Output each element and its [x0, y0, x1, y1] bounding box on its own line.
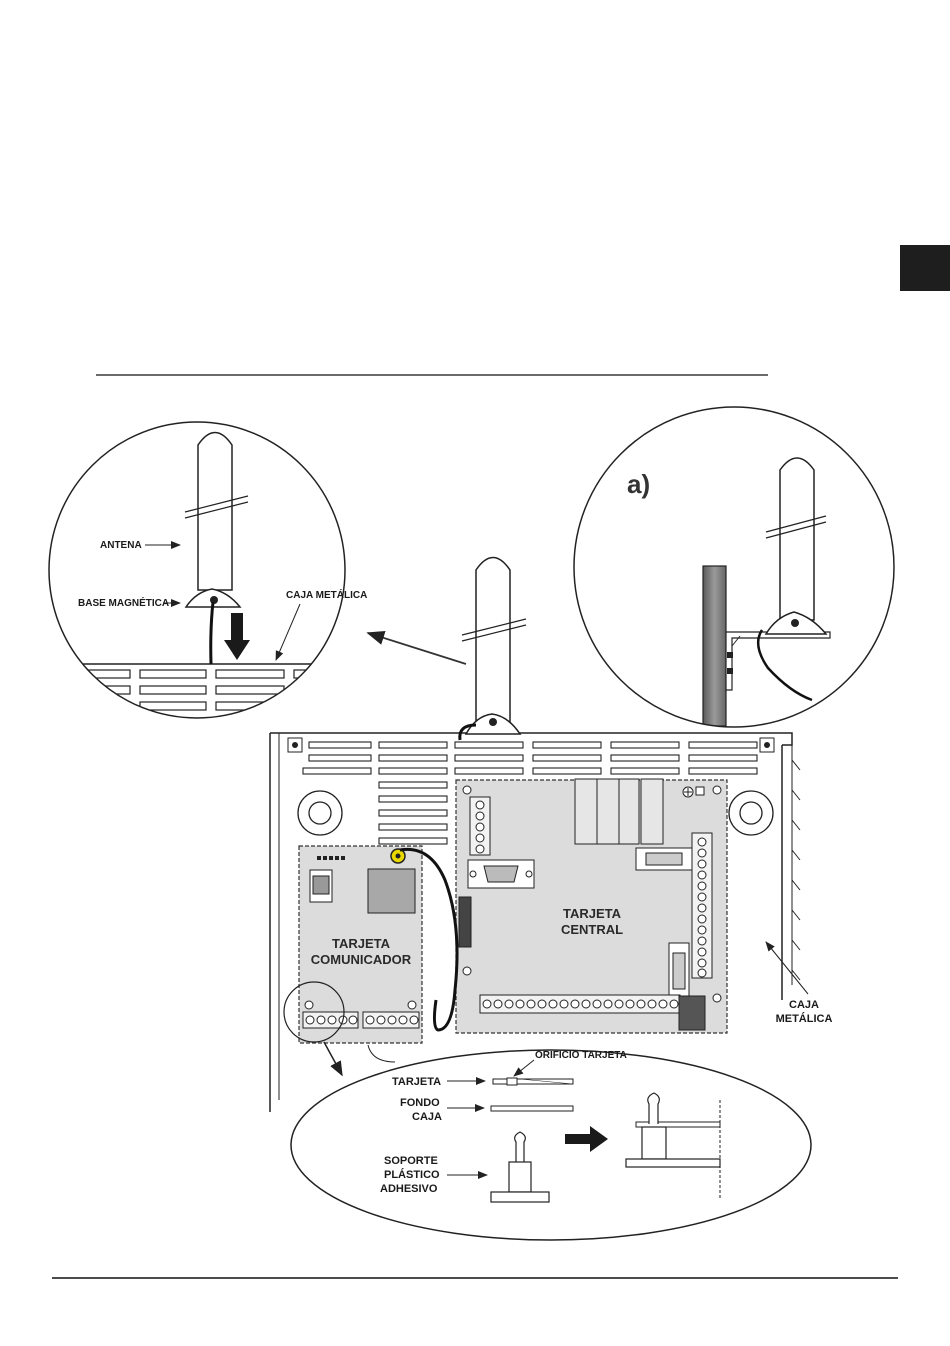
label-option-a: a) [627, 469, 650, 499]
label-fondo-1: FONDO [400, 1097, 440, 1109]
communicator-board: TARJETA COMUNICADOR [284, 846, 422, 1043]
label-caja-metalica-top: CAJA METÁLICA [286, 588, 367, 601]
label-caja-1: CAJA [789, 999, 819, 1011]
label-soporte-2: PLÁSTICO [384, 1168, 440, 1181]
label-tarjeta-com-1: TARJETA [332, 936, 391, 951]
antenna [460, 558, 526, 741]
label-soporte-3: ADHESIVO [380, 1183, 438, 1195]
label-fondo-2: CAJA [412, 1111, 442, 1123]
left-detail-circle: ANTENA BASE MAGNÉTICA CAJA METÁLICA [40, 422, 367, 744]
label-base-magnetica: BASE MAGNÉTICA [78, 596, 169, 609]
label-antena: ANTENA [100, 540, 142, 551]
right-detail-circle: a) [574, 407, 894, 727]
label-tarjeta-central-2: CENTRAL [561, 922, 623, 937]
label-tarjeta-com-2: COMUNICADOR [311, 952, 412, 967]
bottom-detail-ellipse: ORIFICIO TARJETA TARJETA FONDO CAJA SOPO… [291, 1050, 811, 1240]
label-soporte-1: SOPORTE [384, 1155, 438, 1167]
label-tarjeta-central-1: TARJETA [563, 906, 622, 921]
label-caja-2: METÁLICA [776, 1012, 833, 1025]
label-tarjeta: TARJETA [392, 1076, 441, 1088]
central-board: TARJETA CENTRAL [456, 779, 727, 1033]
label-orificio: ORIFICIO TARJETA [535, 1050, 627, 1061]
